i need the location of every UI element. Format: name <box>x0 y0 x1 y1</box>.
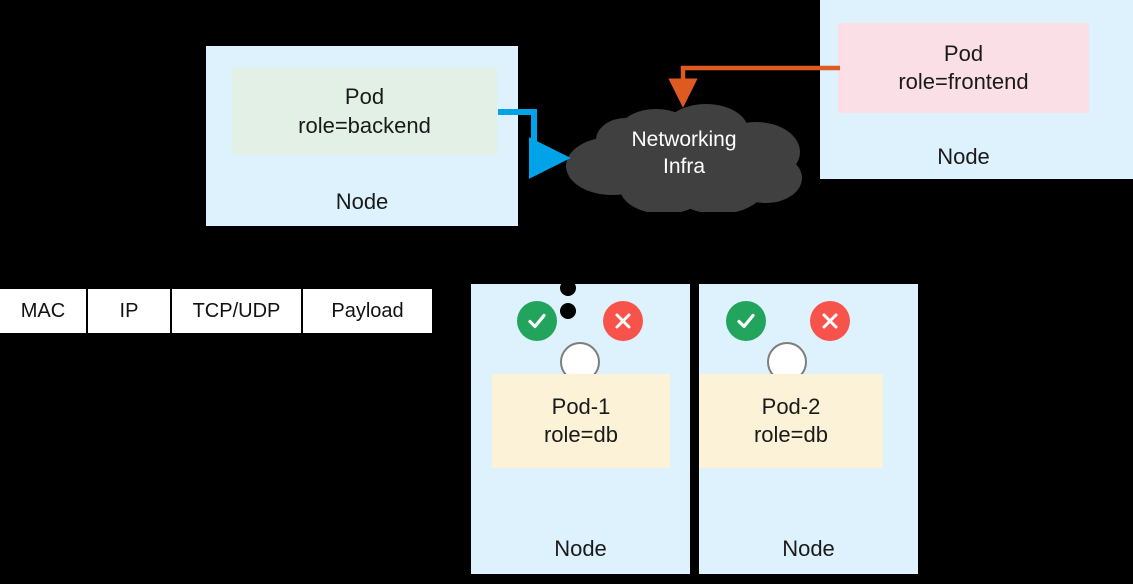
packet-dot-2 <box>560 303 576 319</box>
packet-cell-mac: MAC <box>0 289 86 333</box>
arrow-backend-to-cloud <box>498 109 571 179</box>
node-db-2-label: Node <box>782 536 835 561</box>
cloud-shape-icon <box>566 104 802 214</box>
packet-cell-mac-label: MAC <box>20 299 66 322</box>
allow-badge-pod-2 <box>726 301 766 341</box>
pod-backend: Pod role=backend <box>232 68 497 155</box>
cross-icon <box>615 313 631 329</box>
pod-db-2-line1: Pod-2 <box>761 393 821 419</box>
node-frontend-label: Node <box>937 144 990 169</box>
pod-frontend: Pod role=frontend <box>838 23 1089 113</box>
pod-db-1-line2: role=db <box>543 422 618 447</box>
arrow-frontend-to-cloud <box>668 65 840 108</box>
node-db-1-label: Node <box>554 536 607 561</box>
cross-icon <box>822 313 838 329</box>
pod-db-2: Pod-2 role=db <box>699 374 883 468</box>
deny-badge-pod-2 <box>810 301 850 341</box>
node-backend-label: Node <box>335 189 389 214</box>
packet-dot-1 <box>560 280 576 296</box>
packet-cell-ip: IP <box>88 289 170 333</box>
pod-db-2-line2: role=db <box>753 422 828 447</box>
packet-cell-payload-label: Payload <box>331 299 404 322</box>
check-icon <box>528 313 546 329</box>
packet-cell-tcpudp-label: TCP/UDP <box>192 299 281 322</box>
deny-badge-pod-1 <box>603 301 643 341</box>
pod-frontend-line2: role=frontend <box>898 69 1029 94</box>
pod-db-1-line1: Pod-1 <box>551 393 611 419</box>
allow-badge-pod-1 <box>517 301 557 341</box>
check-icon <box>737 313 755 329</box>
pod-backend-line2: role=backend <box>298 112 431 138</box>
pod-backend-line1: Pod <box>344 84 385 110</box>
packet-cell-payload: Payload <box>303 289 432 333</box>
packet-cell-ip-label: IP <box>119 299 139 322</box>
pod-frontend-line1: Pod <box>943 40 984 66</box>
pod-db-1: Pod-1 role=db <box>492 374 670 468</box>
packet-cell-tcpudp: TCP/UDP <box>172 289 301 333</box>
